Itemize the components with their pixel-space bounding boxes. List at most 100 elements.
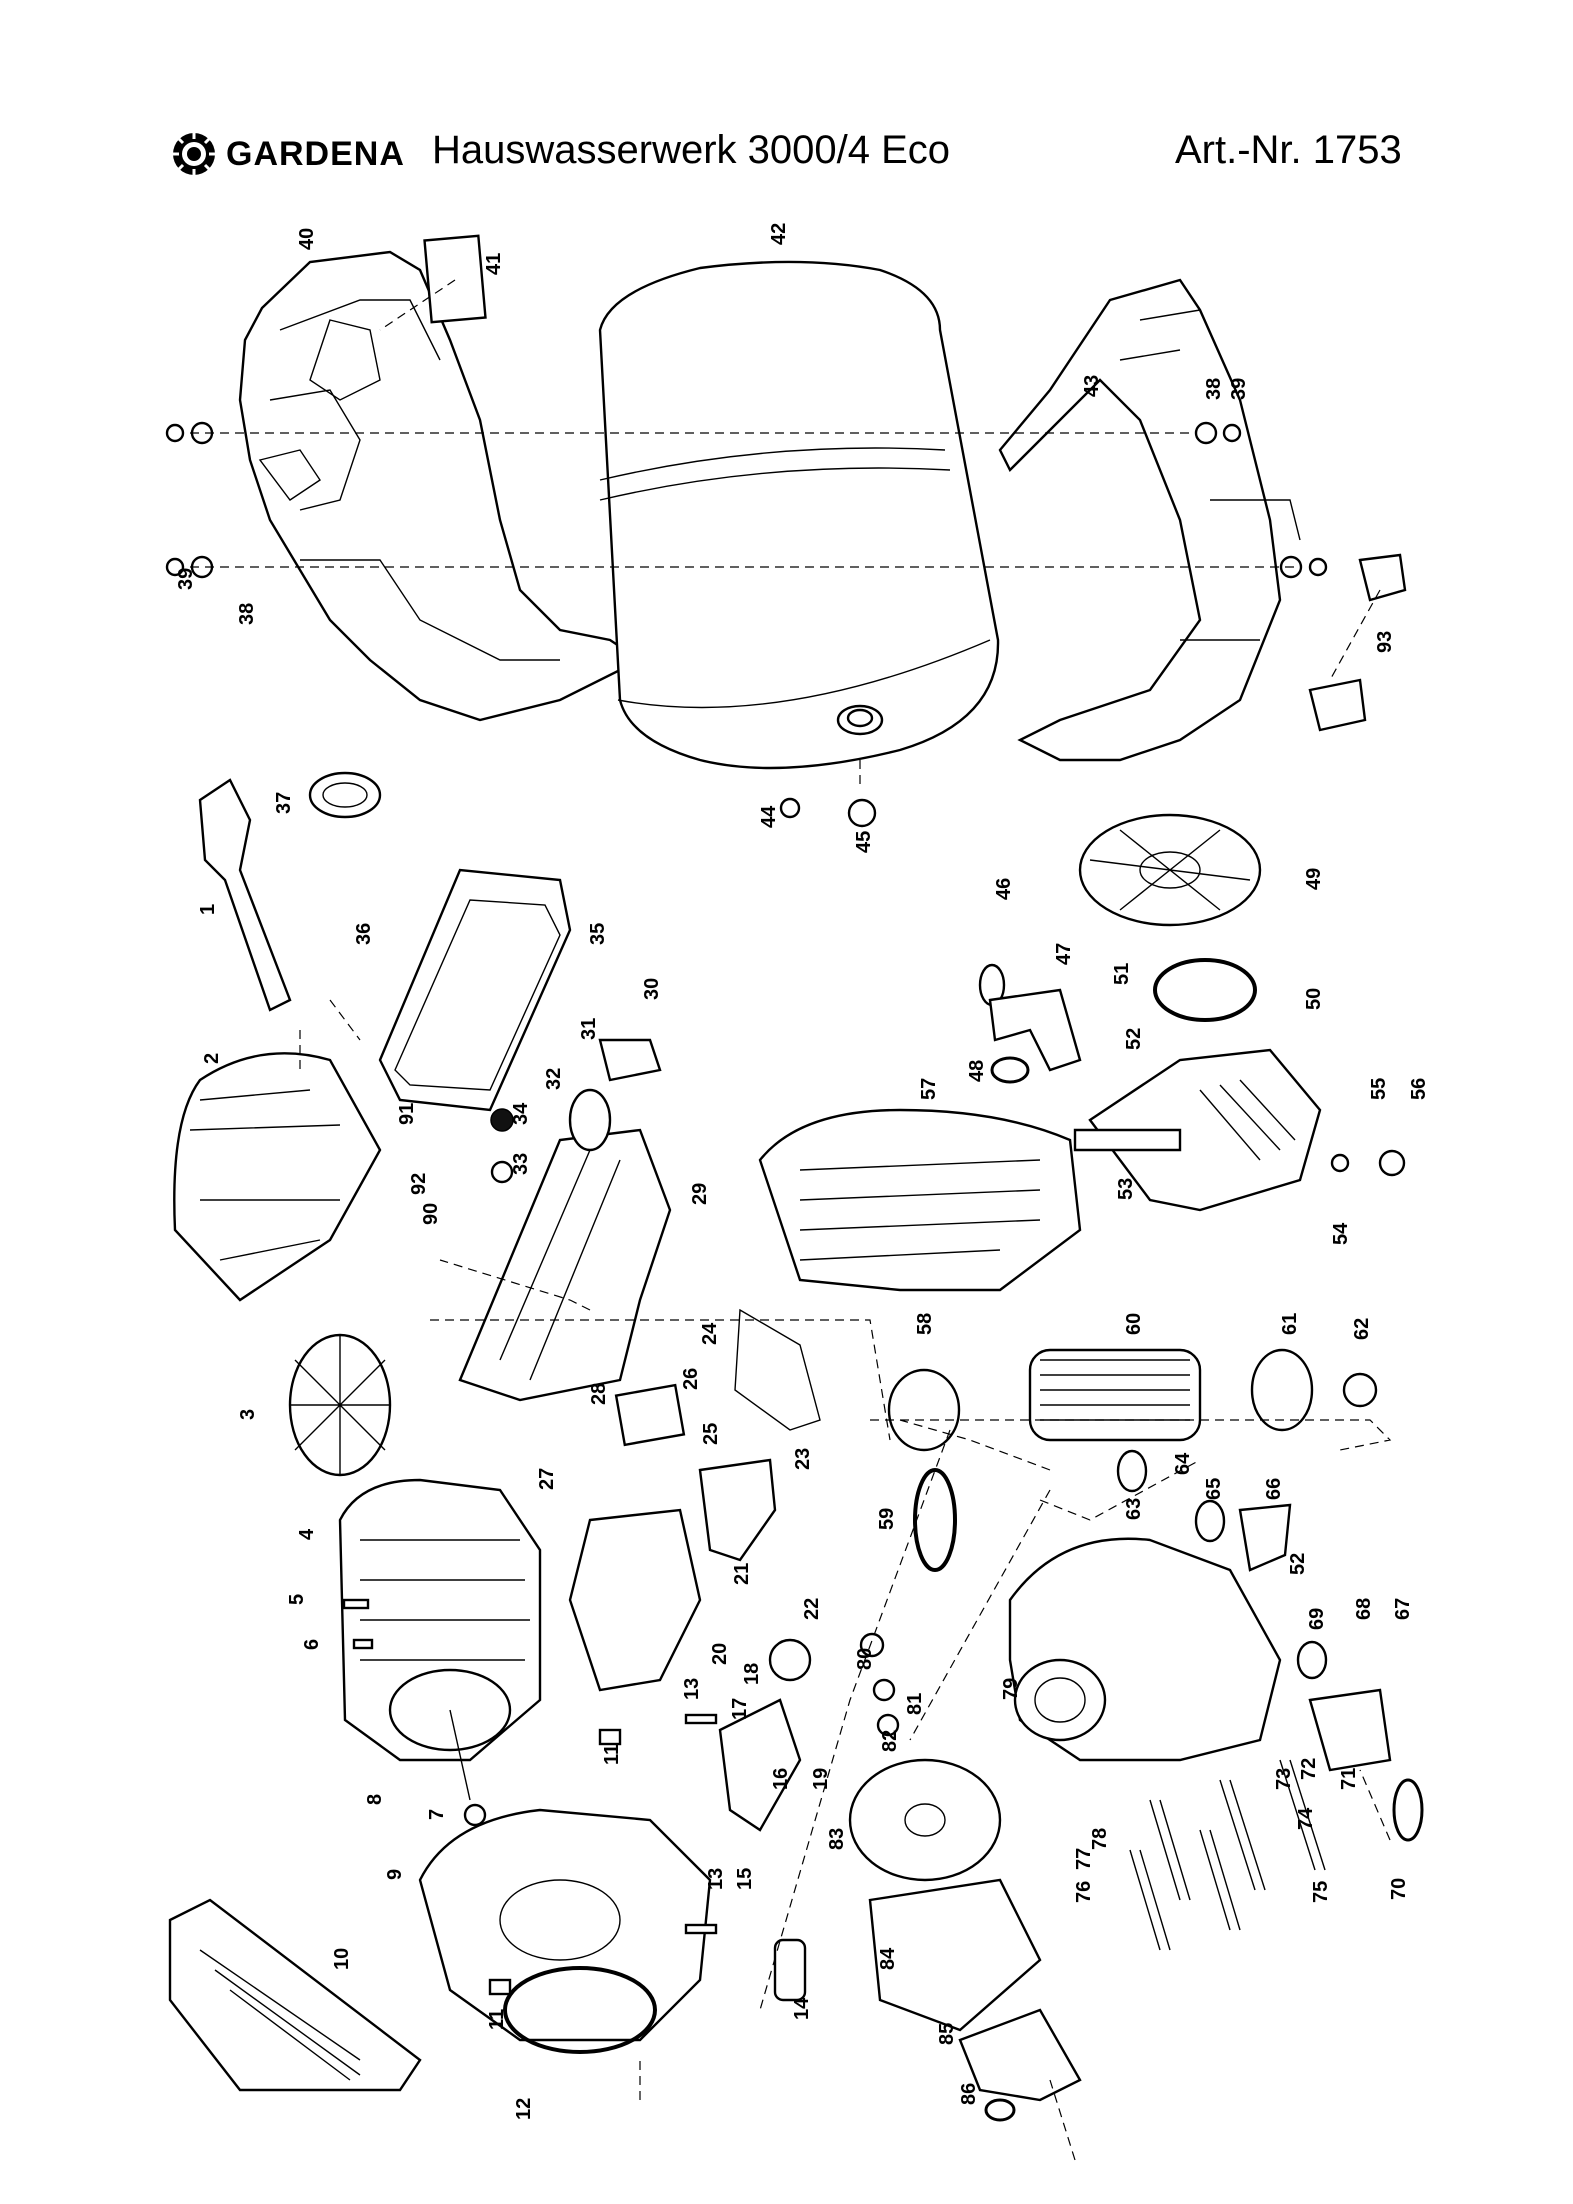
part-47-elbow <box>988 988 1082 1072</box>
callout-9: 9 <box>384 1869 406 1880</box>
page-header: GARDENA Hauswasserwerk 3000/4 Eco Art.-N… <box>0 120 1573 200</box>
part-20-box <box>568 1508 702 1692</box>
callout-39a: 39 <box>1228 378 1250 400</box>
callout-73: 73 <box>1273 1768 1295 1790</box>
callout-30: 30 <box>641 978 663 1000</box>
callout-26: 26 <box>680 1368 702 1390</box>
callout-47: 47 <box>1053 943 1075 965</box>
callout-12: 12 <box>513 2098 535 2120</box>
gardena-gear-logo-icon <box>173 133 215 175</box>
callout-91: 91 <box>396 1103 418 1125</box>
part-66-valve <box>1238 1503 1292 1572</box>
callout-13b: 13 <box>705 1868 727 1890</box>
part-60-filter <box>1028 1348 1202 1442</box>
callout-74: 74 <box>1295 1807 1317 1830</box>
callout-8: 8 <box>364 1794 386 1805</box>
part-42-pressure-tank <box>598 260 1000 770</box>
callout-93: 93 <box>1374 631 1396 653</box>
callout-64: 64 <box>1172 1452 1194 1475</box>
callout-85: 85 <box>936 2023 958 2045</box>
callout-68: 68 <box>1353 1598 1375 1620</box>
part-23-fitting <box>698 1458 777 1562</box>
callout-4: 4 <box>296 1528 318 1540</box>
part-1-power-cord <box>198 778 292 1012</box>
part-58-filter-cap <box>887 1368 961 1452</box>
part-43-frame-right <box>998 278 1282 762</box>
part-61-filter-base <box>1250 1348 1314 1432</box>
callout-77: 77 <box>1073 1848 1095 1870</box>
callout-86: 86 <box>958 2083 980 2105</box>
callout-78: 78 <box>1089 1828 1111 1850</box>
callout-7: 7 <box>426 1809 448 1820</box>
part-53-intake-housing <box>1088 1048 1322 1212</box>
callout-22: 22 <box>801 1598 823 1620</box>
callout-13a: 13 <box>681 1678 703 1700</box>
callout-3: 3 <box>237 1409 259 1420</box>
callout-66: 66 <box>1263 1478 1285 1500</box>
callout-46: 46 <box>993 878 1015 900</box>
callout-57: 57 <box>918 1078 940 1100</box>
callout-55: 55 <box>1368 1078 1390 1100</box>
callout-10: 10 <box>331 1948 353 1970</box>
callout-19: 19 <box>810 1768 832 1790</box>
callout-6: 6 <box>301 1639 323 1650</box>
part-14-tube <box>773 1938 807 2002</box>
callout-41: 41 <box>483 253 505 275</box>
article-number: Art.-Nr. 1753 <box>1175 128 1402 172</box>
callout-2: 2 <box>201 1053 223 1064</box>
part-93-foot-2 <box>1308 678 1367 732</box>
callout-49: 49 <box>1303 868 1325 890</box>
callout-50: 50 <box>1303 988 1325 1010</box>
part-70-o-ring <box>1392 1778 1424 1842</box>
part-62-plug <box>1342 1372 1378 1408</box>
callout-71: 71 <box>1338 1768 1360 1790</box>
callout-62: 62 <box>1351 1318 1373 1340</box>
callout-labels: 40 41 42 43 38 39 39 38 93 44 45 37 1 36… <box>175 223 1430 2120</box>
part-10-cover <box>168 1898 422 2092</box>
part-84-stage <box>868 1878 1042 2032</box>
callout-83: 83 <box>826 1828 848 1850</box>
callout-29: 29 <box>689 1183 711 1205</box>
part-9-pump-housing <box>418 1808 712 2042</box>
callout-90: 90 <box>420 1203 442 1225</box>
callout-32: 32 <box>543 1068 565 1090</box>
callout-81: 81 <box>904 1693 926 1715</box>
callout-11b: 11 <box>486 2009 508 2030</box>
callout-15: 15 <box>734 1868 756 1890</box>
callout-65: 65 <box>1203 1478 1225 1500</box>
callout-36: 36 <box>353 923 375 945</box>
part-24-cable-loop <box>734 1308 821 1431</box>
callout-16: 16 <box>770 1768 792 1790</box>
callout-31: 31 <box>578 1018 600 1040</box>
callout-17: 17 <box>729 1698 751 1720</box>
callout-14: 14 <box>791 1997 813 2020</box>
part-2-fan-cover <box>173 1052 382 1302</box>
callout-54: 54 <box>1330 1222 1352 1245</box>
product-title: Hauswasserwerk 3000/4 Eco <box>432 128 951 172</box>
callout-69: 69 <box>1306 1608 1328 1630</box>
callout-76: 76 <box>1073 1881 1095 1903</box>
callout-52a: 52 <box>1123 1028 1145 1050</box>
part-37-cap <box>308 771 382 819</box>
callout-61: 61 <box>1279 1313 1301 1335</box>
callout-58: 58 <box>914 1313 936 1335</box>
callout-40: 40 <box>296 228 318 250</box>
part-12-o-ring <box>503 1966 657 2054</box>
callout-75: 75 <box>1310 1881 1332 1903</box>
callout-23: 23 <box>792 1448 814 1470</box>
part-93-foot <box>1358 553 1407 602</box>
part-86-seal <box>984 2098 1016 2122</box>
callout-38a: 38 <box>1203 378 1225 400</box>
callout-79: 79 <box>1000 1678 1022 1700</box>
callout-21: 21 <box>731 1563 753 1585</box>
callout-63: 63 <box>1123 1498 1145 1520</box>
callout-44: 44 <box>758 805 780 828</box>
callout-56: 56 <box>1408 1078 1430 1100</box>
callout-42: 42 <box>768 223 790 245</box>
part-25-gasket <box>614 1383 686 1447</box>
callout-25: 25 <box>700 1423 722 1445</box>
callout-92: 92 <box>408 1173 430 1195</box>
part-57-grille-cover <box>758 1108 1082 1292</box>
callout-70: 70 <box>1388 1878 1410 1900</box>
